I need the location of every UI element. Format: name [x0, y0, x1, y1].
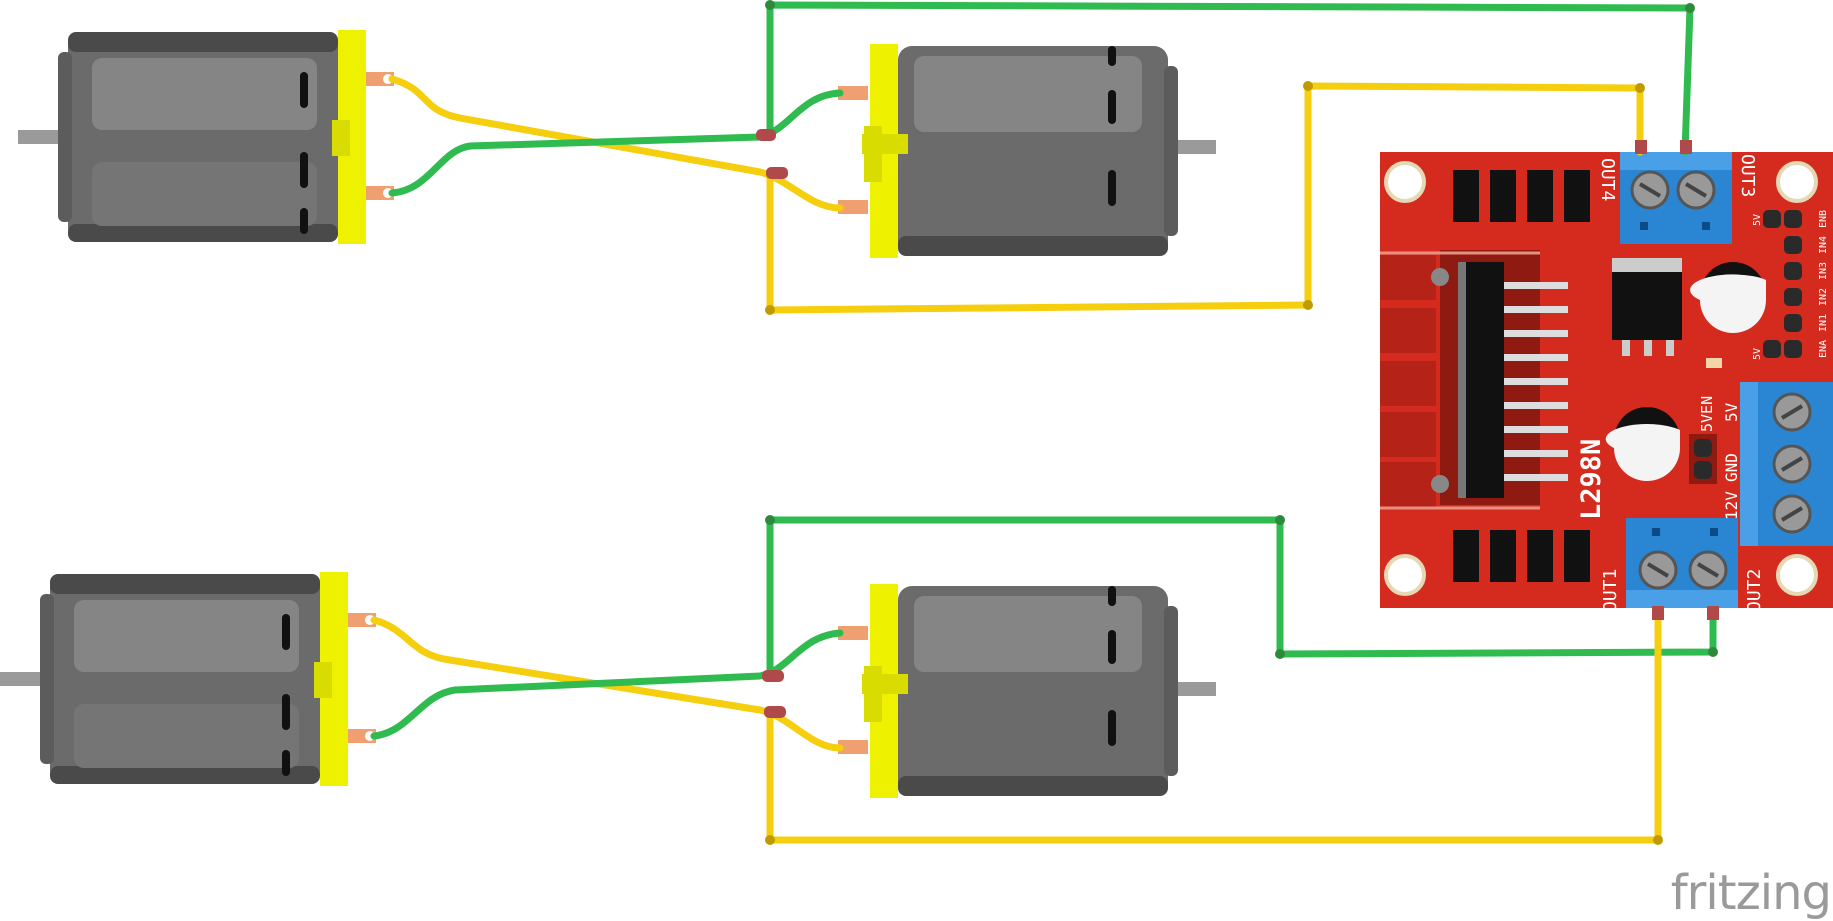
header-label-ena: ENA — [1818, 340, 1829, 358]
wire-yellow-out4 — [766, 82, 1644, 314]
header-label-in4: IN4 — [1818, 236, 1829, 254]
terminal-out3-out4 — [1620, 152, 1732, 244]
wire-green-bottom-left — [370, 629, 844, 740]
header-5v-label-bottom: 5V — [1752, 348, 1763, 360]
wire-yellow-top-left — [388, 75, 844, 212]
header-label-in1: IN1 — [1818, 314, 1829, 332]
out1-label: OUT1 — [1600, 569, 1621, 612]
jumper-label: 5VEN — [1698, 396, 1716, 432]
header-5v-label-top: 5V — [1752, 214, 1763, 226]
header-label-in2: IN2 — [1818, 288, 1829, 306]
out2-label: OUT2 — [1744, 569, 1765, 612]
wire-green-out2 — [766, 516, 1717, 680]
header-pin-labels: ENA IN1 IN2 IN3 IN4 ENB — [1818, 210, 1829, 358]
out4-label: OUT4 — [1597, 158, 1618, 201]
out3-label: OUT3 — [1737, 154, 1758, 197]
l298n-driver-board: L298N OUT4 OUT3 OUT1 OUT2 12V GND 5V 5VE… — [1380, 152, 1833, 612]
motor-bottom-left — [0, 572, 376, 786]
wire-green-top-left — [388, 89, 844, 197]
label-gnd: GND — [1722, 453, 1741, 482]
terminal-out1-out2 — [1626, 518, 1738, 608]
motor-top-right — [838, 44, 1216, 258]
wires — [370, 1, 1717, 844]
chip-label: L298N — [1576, 439, 1607, 520]
wire-yellow-out1 — [766, 608, 1662, 844]
header-label-enb: ENB — [1818, 210, 1829, 228]
label-5v: 5V — [1722, 402, 1741, 422]
fritzing-watermark: fritzing — [1670, 865, 1832, 921]
wire-junctions — [756, 0, 1719, 845]
terminal-power — [1740, 382, 1833, 546]
wire-yellow-bottom-left — [370, 616, 844, 752]
wire-green-out3 — [766, 1, 1694, 156]
motor-bottom-right — [838, 584, 1216, 798]
header-label-in3: IN3 — [1818, 262, 1829, 280]
motor-top-left — [18, 30, 394, 244]
label-12v: 12V — [1722, 491, 1741, 520]
